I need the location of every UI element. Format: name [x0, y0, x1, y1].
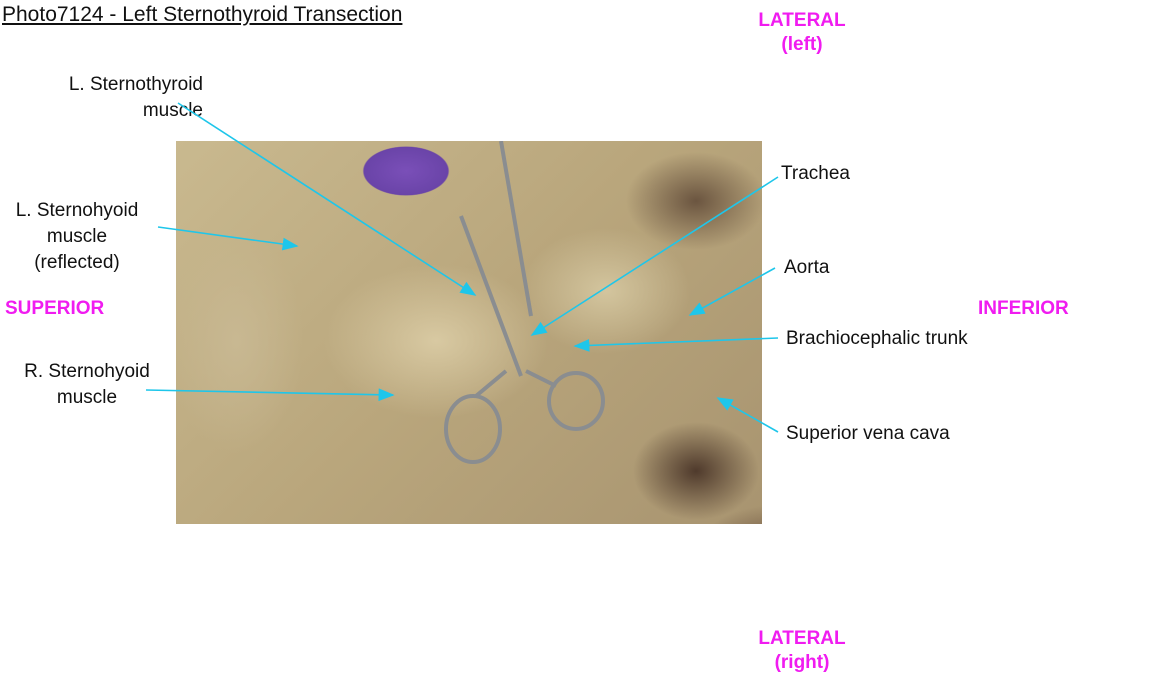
label-line: muscle	[56, 387, 118, 408]
label-trachea: Trachea	[781, 163, 850, 184]
label-r-sternohyoid: R. Sternohyoid muscle	[2, 359, 172, 411]
label-line: muscle	[46, 226, 108, 247]
label-aorta: Aorta	[784, 257, 830, 278]
orientation-top-line1: LATERAL	[758, 10, 846, 31]
label-line: L. Sternohyoid	[15, 200, 139, 221]
label-l-sternothyroid: L. Sternothyroid muscle	[20, 72, 203, 124]
forceps-illustration	[444, 141, 605, 464]
label-l-sternohyoid: L. Sternohyoid muscle (reflected)	[2, 198, 152, 276]
orientation-top: LATERAL (left)	[740, 9, 864, 57]
orientation-bottom-line1: LATERAL	[758, 628, 846, 649]
dissection-photo	[176, 141, 762, 524]
leader-l-sternothyroid	[177, 102, 477, 296]
orientation-left: SUPERIOR	[5, 298, 105, 319]
orientation-right: INFERIOR	[978, 298, 1069, 319]
label-superior-vena-cava: Superior vena cava	[786, 423, 950, 444]
label-line: muscle	[142, 100, 203, 121]
leader-aorta	[688, 267, 776, 316]
orientation-bottom: LATERAL (right)	[740, 627, 864, 675]
leader-l-sternohyoid	[157, 226, 299, 251]
label-line: R. Sternohyoid	[24, 361, 150, 382]
label-line: L. Sternothyroid	[68, 74, 203, 95]
label-brachiocephalic-trunk: Brachiocephalic trunk	[786, 328, 968, 349]
label-line: (reflected)	[34, 252, 120, 273]
leader-r-sternohyoid	[145, 388, 395, 402]
orientation-bottom-line2: (right)	[774, 652, 830, 673]
figure-title: Photo7124 - Left Sternothyroid Transecti…	[2, 3, 403, 26]
leader-brachiocephalic	[573, 337, 779, 352]
leader-svc	[716, 397, 779, 433]
orientation-top-line2: (left)	[781, 34, 823, 55]
leader-trachea	[530, 176, 779, 336]
